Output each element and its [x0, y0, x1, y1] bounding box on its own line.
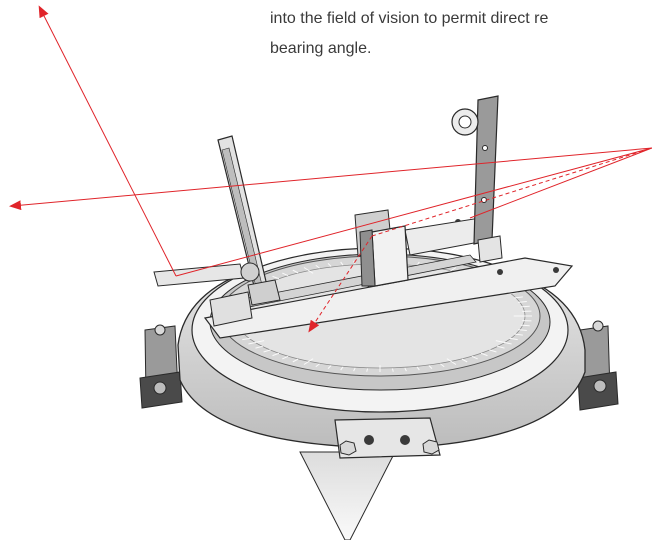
card-tick — [428, 365, 433, 369]
ray-prism-reflection — [469, 147, 652, 219]
card-tick — [461, 358, 468, 363]
card-tick — [366, 368, 369, 372]
gimbal-bracket-left — [139, 324, 183, 409]
card-tick — [509, 337, 518, 341]
card-tick — [292, 358, 299, 363]
card-tick — [282, 355, 289, 360]
front-clamp — [334, 417, 441, 459]
card-tick — [303, 267, 314, 274]
card-tick — [242, 337, 251, 341]
card-tick — [480, 352, 488, 357]
card-tick — [272, 352, 280, 357]
ray-dashed-upper — [371, 147, 652, 237]
card-tick — [327, 365, 332, 369]
ray-upper-left — [38, 5, 177, 277]
ray-dashed-down — [308, 235, 373, 333]
card-tick — [282, 272, 289, 277]
card-tick — [496, 345, 505, 349]
card-tick — [315, 264, 320, 269]
alidade-arm — [203, 217, 574, 339]
card-tick — [353, 367, 356, 372]
card-tick — [440, 363, 445, 368]
card-tick — [255, 345, 264, 349]
card-tick — [514, 296, 523, 299]
caption-line-2: bearing angle. — [270, 40, 372, 57]
card-tick — [446, 358, 457, 365]
card-tick — [471, 355, 478, 360]
card-tick — [416, 261, 420, 266]
card-tick — [416, 366, 420, 371]
card-tick — [340, 261, 344, 266]
sight-rays — [9, 5, 652, 333]
ray-near-to-far — [175, 147, 652, 277]
card-tick — [489, 349, 497, 353]
card-tick — [520, 305, 530, 308]
card-tick — [292, 269, 299, 274]
prism-housing — [354, 209, 409, 287]
card-tick — [404, 367, 407, 372]
card-tick — [263, 349, 271, 353]
caption-line-1: into the field of vision to permit direc… — [270, 10, 549, 27]
ray-horizontal — [9, 147, 652, 211]
near-sight-vane — [153, 135, 281, 306]
gimbal-bracket-right — [577, 320, 619, 411]
card-tick — [272, 275, 280, 280]
card-tick — [303, 358, 314, 365]
far-sight-vane — [451, 95, 503, 263]
card-tick — [340, 366, 344, 371]
pedestal-cone — [299, 451, 396, 540]
card-tick — [327, 263, 332, 267]
card-tick — [514, 333, 523, 336]
card-tick — [517, 301, 527, 303]
card-tick — [517, 329, 527, 331]
card-tick — [315, 363, 320, 368]
caption-text: into the field of vision to permit direc… — [270, 4, 650, 64]
card-tick — [391, 368, 394, 372]
card-tick — [248, 340, 265, 345]
card-tick — [495, 340, 512, 345]
card-tick — [520, 324, 530, 327]
